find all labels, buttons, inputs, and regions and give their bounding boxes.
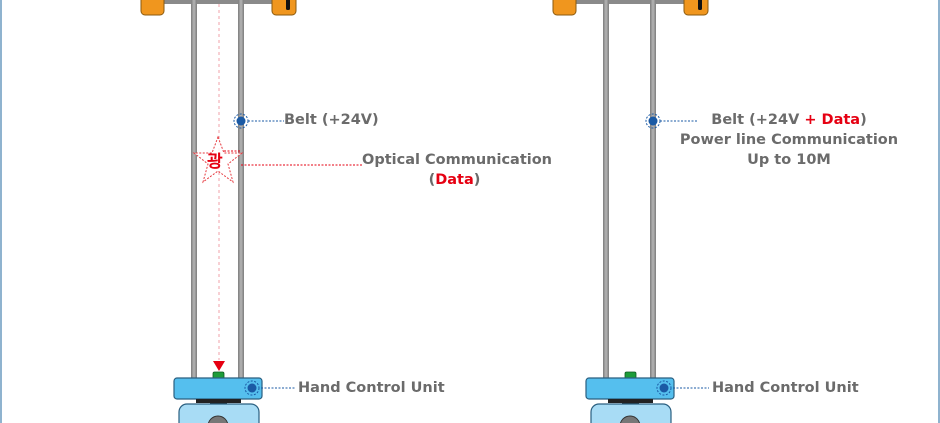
- belt-prefix: Belt (+24V: [711, 112, 805, 128]
- optical-comm-title: Optical Communication: [362, 152, 553, 168]
- hand-unit-base-right: [590, 403, 672, 423]
- speed-label: Up to 10M: [747, 152, 831, 168]
- belt-accent: + Data: [804, 112, 861, 128]
- belt-label-right: Belt (+24V + Data): [679, 110, 899, 130]
- plc-label-group: Belt (+24V + Data) Power line Communicat…: [679, 110, 899, 170]
- orange-block-left-b: [271, 0, 297, 16]
- hand-unit-neck-right: [608, 399, 653, 403]
- plc-label: Power line Communication: [679, 132, 899, 148]
- light-star-icon: [192, 135, 244, 184]
- right-diagram: [552, 0, 709, 423]
- slot-icon: [698, 0, 702, 10]
- rail-right-b: [650, 0, 656, 380]
- belt-suffix: ): [860, 112, 867, 128]
- belt-dot-icon: [236, 116, 246, 126]
- hand-unit-label-left: Hand Control Unit: [298, 380, 445, 396]
- rail-left-a: [191, 0, 197, 380]
- rail-right-a: [603, 0, 609, 380]
- optical-arrow-icon: [213, 361, 225, 371]
- top-bar-left: [160, 0, 276, 4]
- hand-unit-neck-left: [196, 399, 241, 403]
- optical-comm-data: (Data): [362, 170, 547, 190]
- belt-dot-icon: [648, 116, 658, 126]
- hand-unit-dot-ring: [244, 380, 260, 396]
- belt-label-left: Belt (+24V): [284, 112, 379, 128]
- optical-comm-label: Optical Communication (Data): [362, 150, 553, 190]
- paren-close: ): [473, 172, 481, 188]
- hand-unit-dot-icon: [247, 383, 257, 393]
- top-bar-right: [572, 0, 688, 4]
- slot-icon: [286, 0, 290, 10]
- light-symbol: 광: [207, 152, 223, 172]
- hand-unit-knob-right: [619, 415, 641, 423]
- hand-unit-dot-icon: [659, 383, 669, 393]
- hand-unit-dot-ring: [656, 380, 672, 396]
- paren-open: (: [428, 172, 436, 188]
- left-diagram: [140, 0, 362, 423]
- orange-block-left-a: [140, 0, 165, 16]
- hand-unit-label-right: Hand Control Unit: [712, 380, 859, 396]
- hand-unit-knob-left: [207, 415, 229, 423]
- hand-unit-base-left: [178, 403, 260, 423]
- orange-block-right-a: [552, 0, 577, 16]
- data-word: Data: [435, 172, 474, 188]
- rail-left-b: [238, 0, 244, 380]
- orange-block-right-b: [683, 0, 709, 16]
